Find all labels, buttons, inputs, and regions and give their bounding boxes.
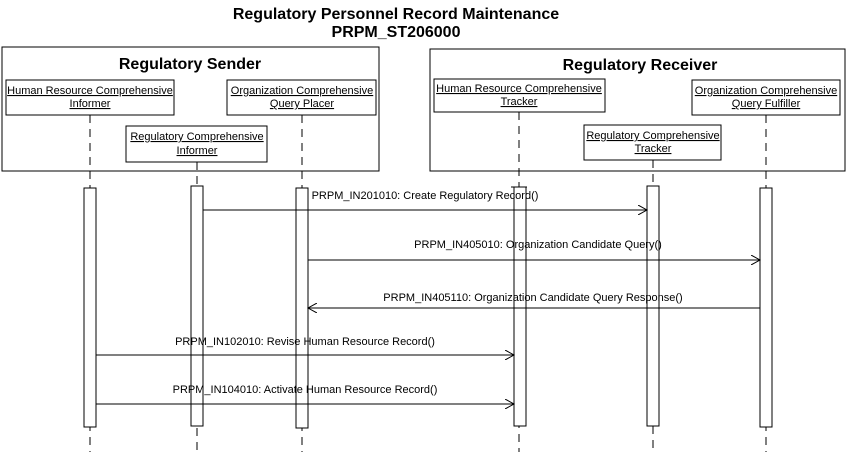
actor-label-reg-informer-line1: Regulatory Comprehensive <box>130 131 263 143</box>
activation-reg-informer <box>190 185 204 427</box>
actor-box-hr-tracker <box>433 78 606 113</box>
message-label-org-candidate-query-response: PRPM_IN405110: Organization Candidate Qu… <box>383 292 682 304</box>
actor-box-reg-informer <box>125 125 268 163</box>
actor-label-hr-tracker-line2: Tracker <box>501 96 538 108</box>
actor-label-reg-tracker-line2: Tracker <box>635 143 672 155</box>
activation-org-fulfiller <box>759 187 773 428</box>
actor-box-org-fulfiller <box>691 79 841 116</box>
actor-label-org-placer-line1: Organization Comprehensive <box>231 85 373 97</box>
actor-label-org-fulfiller-line2: Query Fulfiller <box>732 98 801 110</box>
actor-label-hr-tracker-line1: Human Resource Comprehensive <box>436 83 602 95</box>
message-label-activate-hr-record: PRPM_IN104010: Activate Human Resource R… <box>173 384 438 396</box>
diagram-title: Regulatory Personnel Record Maintenance <box>233 6 559 23</box>
activation-hr-informer <box>83 187 97 428</box>
actor-label-reg-informer-line2: Informer <box>177 145 218 157</box>
actor-label-hr-informer-line2: Informer <box>70 98 111 110</box>
actor-label-hr-informer-line1: Human Resource Comprehensive <box>7 85 173 97</box>
actor-box-org-placer <box>226 79 377 116</box>
activation-hr-tracker <box>513 186 527 427</box>
message-label-org-candidate-query: PRPM_IN405010: Organization Candidate Qu… <box>414 239 662 251</box>
actor-label-reg-tracker-line1: Regulatory Comprehensive <box>586 130 719 142</box>
diagram-subtitle: PRPM_ST206000 <box>332 24 461 41</box>
receiver-group-title: Regulatory Receiver <box>563 57 718 74</box>
sender-group-title: Regulatory Sender <box>119 56 261 73</box>
message-label-revise-hr-record: PRPM_IN102010: Revise Human Resource Rec… <box>175 336 435 348</box>
actor-box-hr-informer <box>5 79 175 116</box>
actor-box-reg-tracker <box>583 124 722 161</box>
activation-reg-tracker <box>646 185 660 427</box>
message-label-create-regulatory-record: PRPM_IN201010: Create Regulatory Record(… <box>312 190 539 202</box>
actor-label-org-fulfiller-line1: Organization Comprehensive <box>695 85 837 97</box>
actor-label-org-placer-line2: Query Placer <box>270 98 335 110</box>
